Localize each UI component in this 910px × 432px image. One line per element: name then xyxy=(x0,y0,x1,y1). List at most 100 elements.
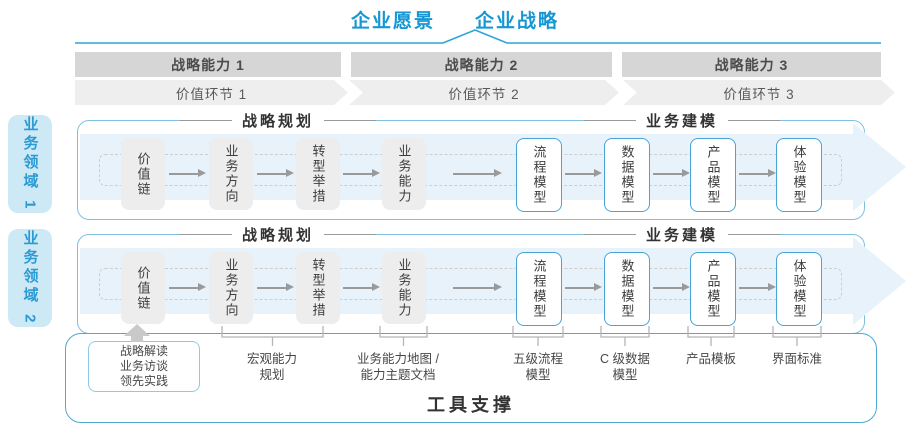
annotation-c-level-data-model: C 级数据 模型 xyxy=(600,351,650,383)
arrow-icon xyxy=(453,170,502,176)
node-label: 产品模型 xyxy=(705,259,721,319)
node-label: 价值链 xyxy=(135,151,151,197)
node-value-chain: 价值链 xyxy=(121,138,165,210)
section-header-label: 战略规划 xyxy=(232,224,325,245)
section-header-label: 业务建模 xyxy=(636,110,729,131)
arrow-icon xyxy=(343,170,380,176)
callout-line: 领先实践 xyxy=(119,374,168,388)
arrow-icon xyxy=(739,284,776,290)
section-header-modeling: 业务建模 xyxy=(584,224,781,245)
capability-band-2: 战略能力 2 xyxy=(351,52,612,77)
callout-line: 战略解读 xyxy=(119,344,168,358)
tool-support-label: 工具支撑 xyxy=(427,395,515,415)
node-label: 转型举措 xyxy=(310,258,326,318)
annotation-line: 界面标准 xyxy=(771,352,823,366)
node-label: 流程模型 xyxy=(531,145,547,205)
value-link-label: 价值环节 2 xyxy=(448,86,520,102)
capability-band-1: 战略能力 1 xyxy=(75,52,341,77)
value-link-label: 价值环节 3 xyxy=(723,86,795,102)
node-product-model: 产品模型 xyxy=(690,138,736,212)
arrow-icon xyxy=(257,170,294,176)
node-value-chain: 价值链 xyxy=(121,252,165,324)
node-experience-model: 体验模型 xyxy=(776,252,822,326)
node-experience-model: 体验模型 xyxy=(776,138,822,212)
capability-band-label: 战略能力 1 xyxy=(171,56,245,73)
strategy-title: 企业战略 xyxy=(475,11,560,32)
annotation-five-level-process-model: 五级流程 模型 xyxy=(513,351,563,383)
section-header-planning: 战略规划 xyxy=(180,110,377,131)
vision-title: 企业愿景 xyxy=(350,11,435,32)
node-transformation-initiatives: 转型举措 xyxy=(296,138,340,210)
header-line xyxy=(180,120,232,121)
capability-band-label: 战略能力 2 xyxy=(444,56,519,73)
value-link-label: 价值环节 1 xyxy=(175,86,248,102)
annotation-capability-map-docs: 业务能力地图 / 能力主题文档 xyxy=(357,351,439,383)
node-process-model: 流程模型 xyxy=(516,138,562,212)
header-line xyxy=(728,234,781,235)
node-data-model: 数据模型 xyxy=(604,138,650,212)
arrow-icon xyxy=(169,284,206,290)
node-label: 业务能力 xyxy=(396,258,412,318)
node-business-capability: 业务能力 xyxy=(382,138,426,210)
callout-line: 业务访谈 xyxy=(119,359,168,373)
callout-strategy-inputs: 战略解读 业务访谈 领先实践 xyxy=(88,341,200,392)
node-label: 体验模型 xyxy=(791,259,807,319)
header-line xyxy=(728,120,781,121)
arrow-icon xyxy=(453,284,502,290)
annotation-line: 模型 xyxy=(612,368,638,382)
domain-row-2: 战略规划 业务建模 价值链 业务方向 转型举措 业务能力 流程模型 数据模型 产… xyxy=(77,224,906,334)
node-label: 业务能力 xyxy=(396,144,412,204)
arrow-icon xyxy=(257,284,294,290)
tool-support-container: 工具支撑 xyxy=(65,333,877,423)
page-title: 企业愿景 企业战略 xyxy=(0,6,910,33)
annotation-line: 产品模板 xyxy=(685,352,737,366)
node-label: 转型举措 xyxy=(310,144,326,204)
section-header-modeling: 业务建模 xyxy=(584,110,781,131)
domain-tab-label: 业务领域 2 xyxy=(21,229,39,327)
header-line xyxy=(180,234,232,235)
node-label: 业务方向 xyxy=(223,258,239,318)
node-business-direction: 业务方向 xyxy=(209,252,253,324)
annotation-line: 能力主题文档 xyxy=(360,368,436,382)
annotation-line: 五级流程 xyxy=(512,352,564,366)
annotation-line: 模型 xyxy=(525,368,551,382)
annotation-ui-standard: 界面标准 xyxy=(772,351,822,367)
value-link-chevron-2: 价值环节 2 xyxy=(349,80,619,105)
annotation-product-template: 产品模板 xyxy=(686,351,736,367)
node-product-model: 产品模型 xyxy=(690,252,736,326)
flow-band-arrowhead-icon xyxy=(853,237,906,325)
header-line xyxy=(324,234,377,235)
arrow-icon xyxy=(343,284,380,290)
domain-tab-label: 业务领域 1 xyxy=(21,115,39,213)
arrow-icon xyxy=(653,284,690,290)
up-arrow-icon xyxy=(124,324,150,336)
value-link-chevron-3: 价值环节 3 xyxy=(623,80,895,105)
node-label: 数据模型 xyxy=(619,259,635,319)
annotation-macro-capability-planning: 宏观能力 规划 xyxy=(247,351,297,383)
up-arrow-stem xyxy=(131,335,143,342)
capability-band-label: 战略能力 3 xyxy=(714,56,789,73)
node-transformation-initiatives: 转型举措 xyxy=(296,252,340,324)
node-label: 业务方向 xyxy=(223,144,239,204)
capability-band-3: 战略能力 3 xyxy=(622,52,881,77)
annotation-line: C 级数据 xyxy=(599,352,651,366)
node-label: 体验模型 xyxy=(791,145,807,205)
arrow-icon xyxy=(653,170,690,176)
section-header-label: 战略规划 xyxy=(232,110,325,131)
arrow-icon xyxy=(565,170,602,176)
value-link-chevron-1: 价值环节 1 xyxy=(75,80,348,105)
header-line xyxy=(584,120,636,121)
arrow-icon xyxy=(169,170,206,176)
annotation-line: 业务能力地图 / xyxy=(357,352,439,366)
domain-row-1: 战略规划 业务建模 价值链 业务方向 转型举措 业务能力 流程模型 数据模型 产… xyxy=(77,110,906,220)
arrow-icon xyxy=(565,284,602,290)
node-business-capability: 业务能力 xyxy=(382,252,426,324)
section-header-planning: 战略规划 xyxy=(180,224,377,245)
node-label: 产品模型 xyxy=(705,145,721,205)
annotation-line: 规划 xyxy=(259,368,285,382)
flow-band-arrowhead-icon xyxy=(853,123,906,211)
node-label: 流程模型 xyxy=(531,259,547,319)
node-label: 价值链 xyxy=(135,265,151,311)
dashed-track xyxy=(99,154,842,186)
